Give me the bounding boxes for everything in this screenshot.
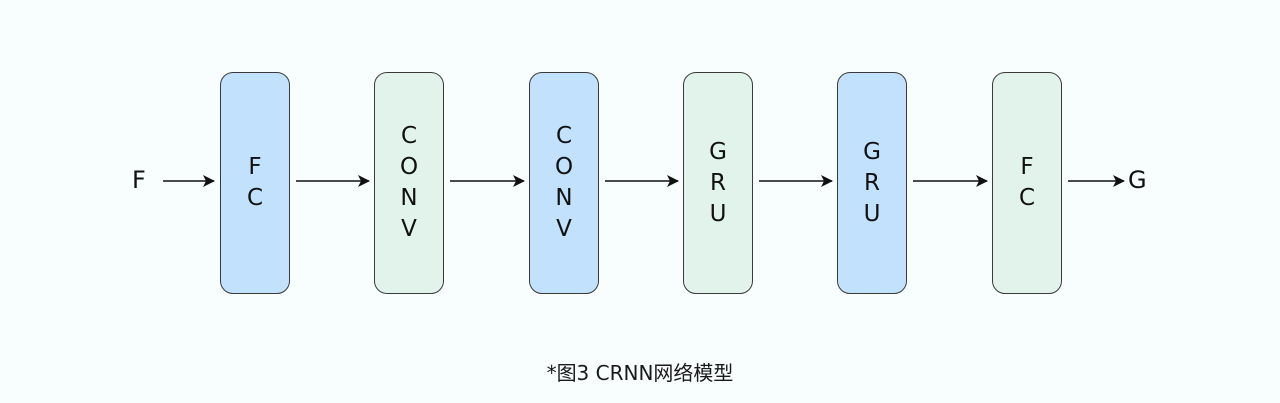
block-label-char: N — [555, 185, 573, 211]
block-label-char: N — [400, 185, 418, 211]
block-label-char: R — [864, 169, 880, 196]
block-label-char: F — [248, 154, 262, 180]
block-label-char: R — [710, 169, 726, 196]
block-label-char: C — [555, 123, 573, 149]
block-label-char: V — [556, 216, 572, 242]
block-label-char: C — [400, 123, 418, 149]
block-label-char: C — [1018, 185, 1036, 211]
figure-caption: *图3 CRNN网络模型 — [546, 361, 734, 385]
input-label-f: F — [132, 166, 146, 194]
block-label-char: F — [1020, 154, 1034, 180]
block-label-char: C — [246, 185, 264, 211]
block-label-char: G — [709, 138, 727, 165]
output-label-g: G — [1128, 166, 1147, 194]
block-label-char: V — [401, 216, 417, 242]
block-label-char: O — [554, 154, 574, 180]
block-label-char: U — [709, 200, 727, 227]
block-label-char: O — [399, 154, 419, 180]
block-label-char: G — [863, 138, 881, 165]
block-label-char: U — [863, 200, 881, 227]
